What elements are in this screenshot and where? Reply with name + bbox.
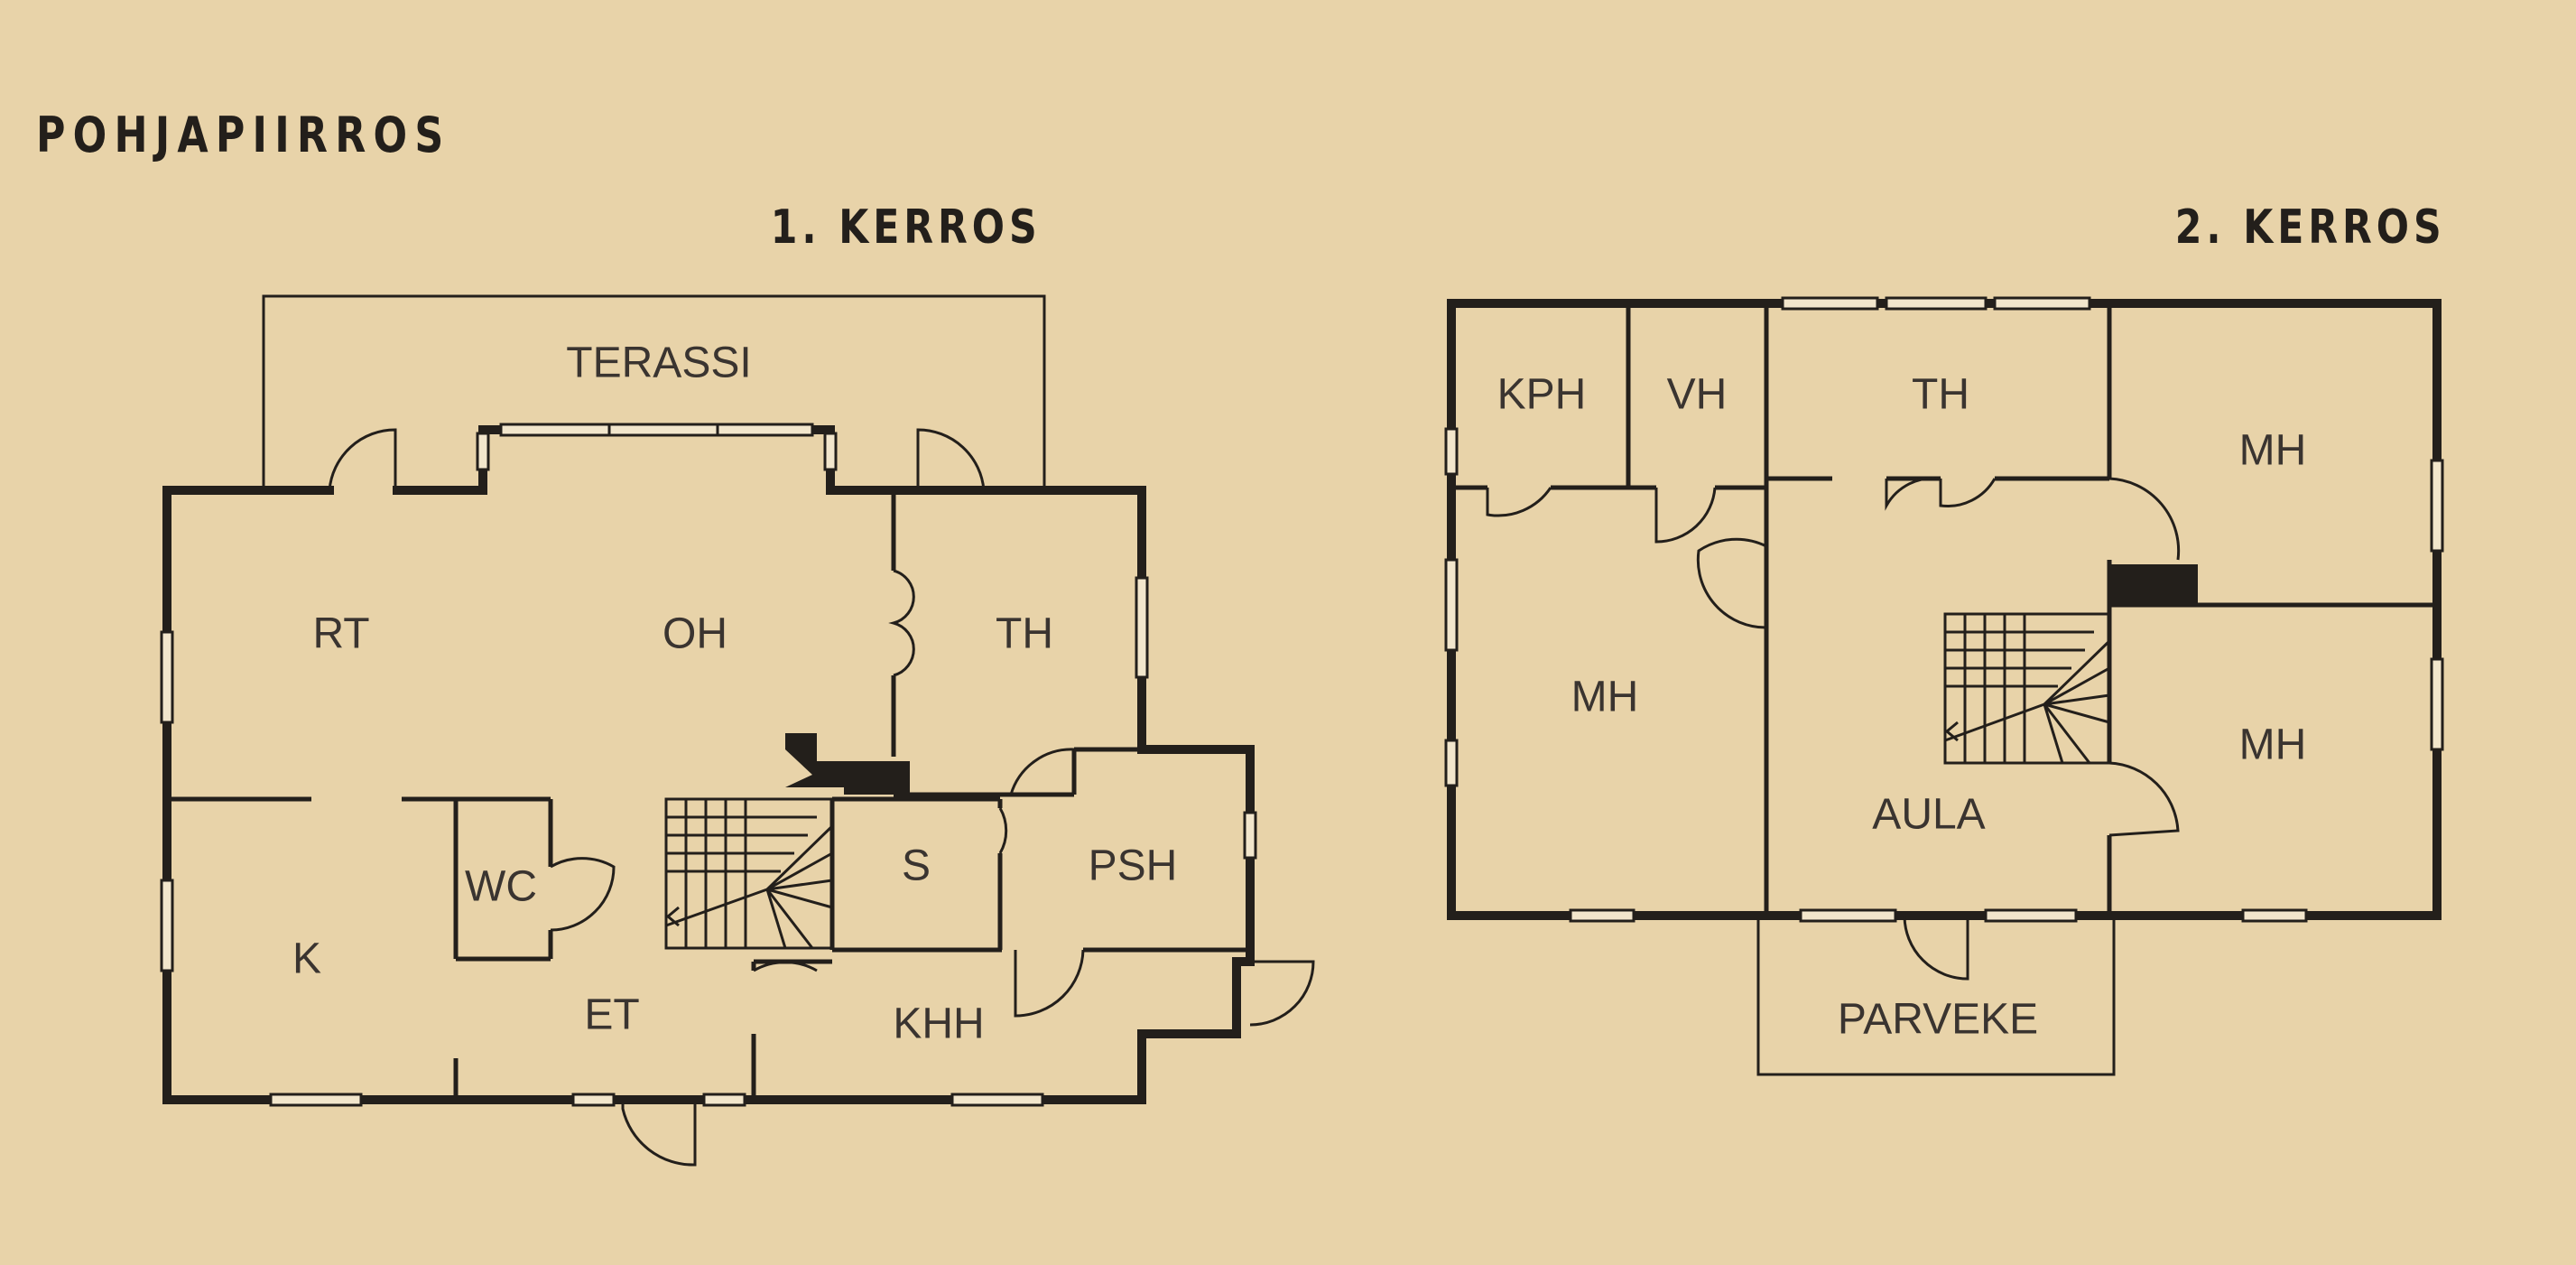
chimney — [2109, 564, 2198, 605]
room-label: MH — [2239, 427, 2307, 475]
room-label: TH — [1912, 371, 1969, 419]
room-label: PARVEKE — [1838, 996, 2038, 1044]
floor-2-staircase — [1943, 612, 2111, 765]
floor-2-windows — [1444, 296, 2444, 923]
room-label: KHH — [893, 1000, 984, 1048]
room-label: TERASSI — [566, 340, 751, 387]
room-label: KPH — [1497, 371, 1587, 419]
room-label: MH — [2239, 721, 2307, 769]
terrace-outline — [262, 294, 1046, 490]
room-label: RT — [312, 610, 369, 658]
room-label: S — [902, 842, 931, 890]
room-label: WC — [465, 863, 537, 911]
room-label: ET — [584, 991, 639, 1039]
balcony-outline — [1756, 916, 2116, 1076]
floor-1-room-labels: TERASSI RT OH TH WC K S PSH ET KHH — [292, 340, 1177, 1048]
floor-1-exterior-wall — [162, 425, 1255, 1104]
floor-1-staircase — [664, 797, 834, 950]
page-title: POHJAPIIRROS — [36, 107, 451, 163]
fireplace — [785, 733, 910, 795]
room-label: OH — [663, 610, 727, 658]
room-label: K — [292, 935, 321, 983]
room-label: AULA — [1872, 791, 1985, 839]
floor-2-title: 2. KERROS — [2175, 200, 2446, 255]
floor-1-windows — [160, 423, 1257, 1107]
room-label: PSH — [1089, 842, 1178, 890]
floor-2-plan — [1444, 296, 2444, 1076]
room-label: MH — [1571, 674, 1639, 721]
floor-1-doors — [328, 428, 1315, 1167]
floor-2-doors — [1486, 477, 2181, 981]
room-label: TH — [996, 610, 1053, 658]
floor-1-plan — [160, 294, 1315, 1167]
floor-1-interior-walls — [167, 490, 1250, 1100]
floor-2-room-labels: KPH VH TH MH MH MH AULA PARVEKE — [1497, 371, 2307, 1044]
floor-2-interior-walls — [1451, 303, 2437, 916]
room-label: VH — [1667, 371, 1728, 419]
floor-1-title: 1. KERROS — [771, 200, 1042, 255]
